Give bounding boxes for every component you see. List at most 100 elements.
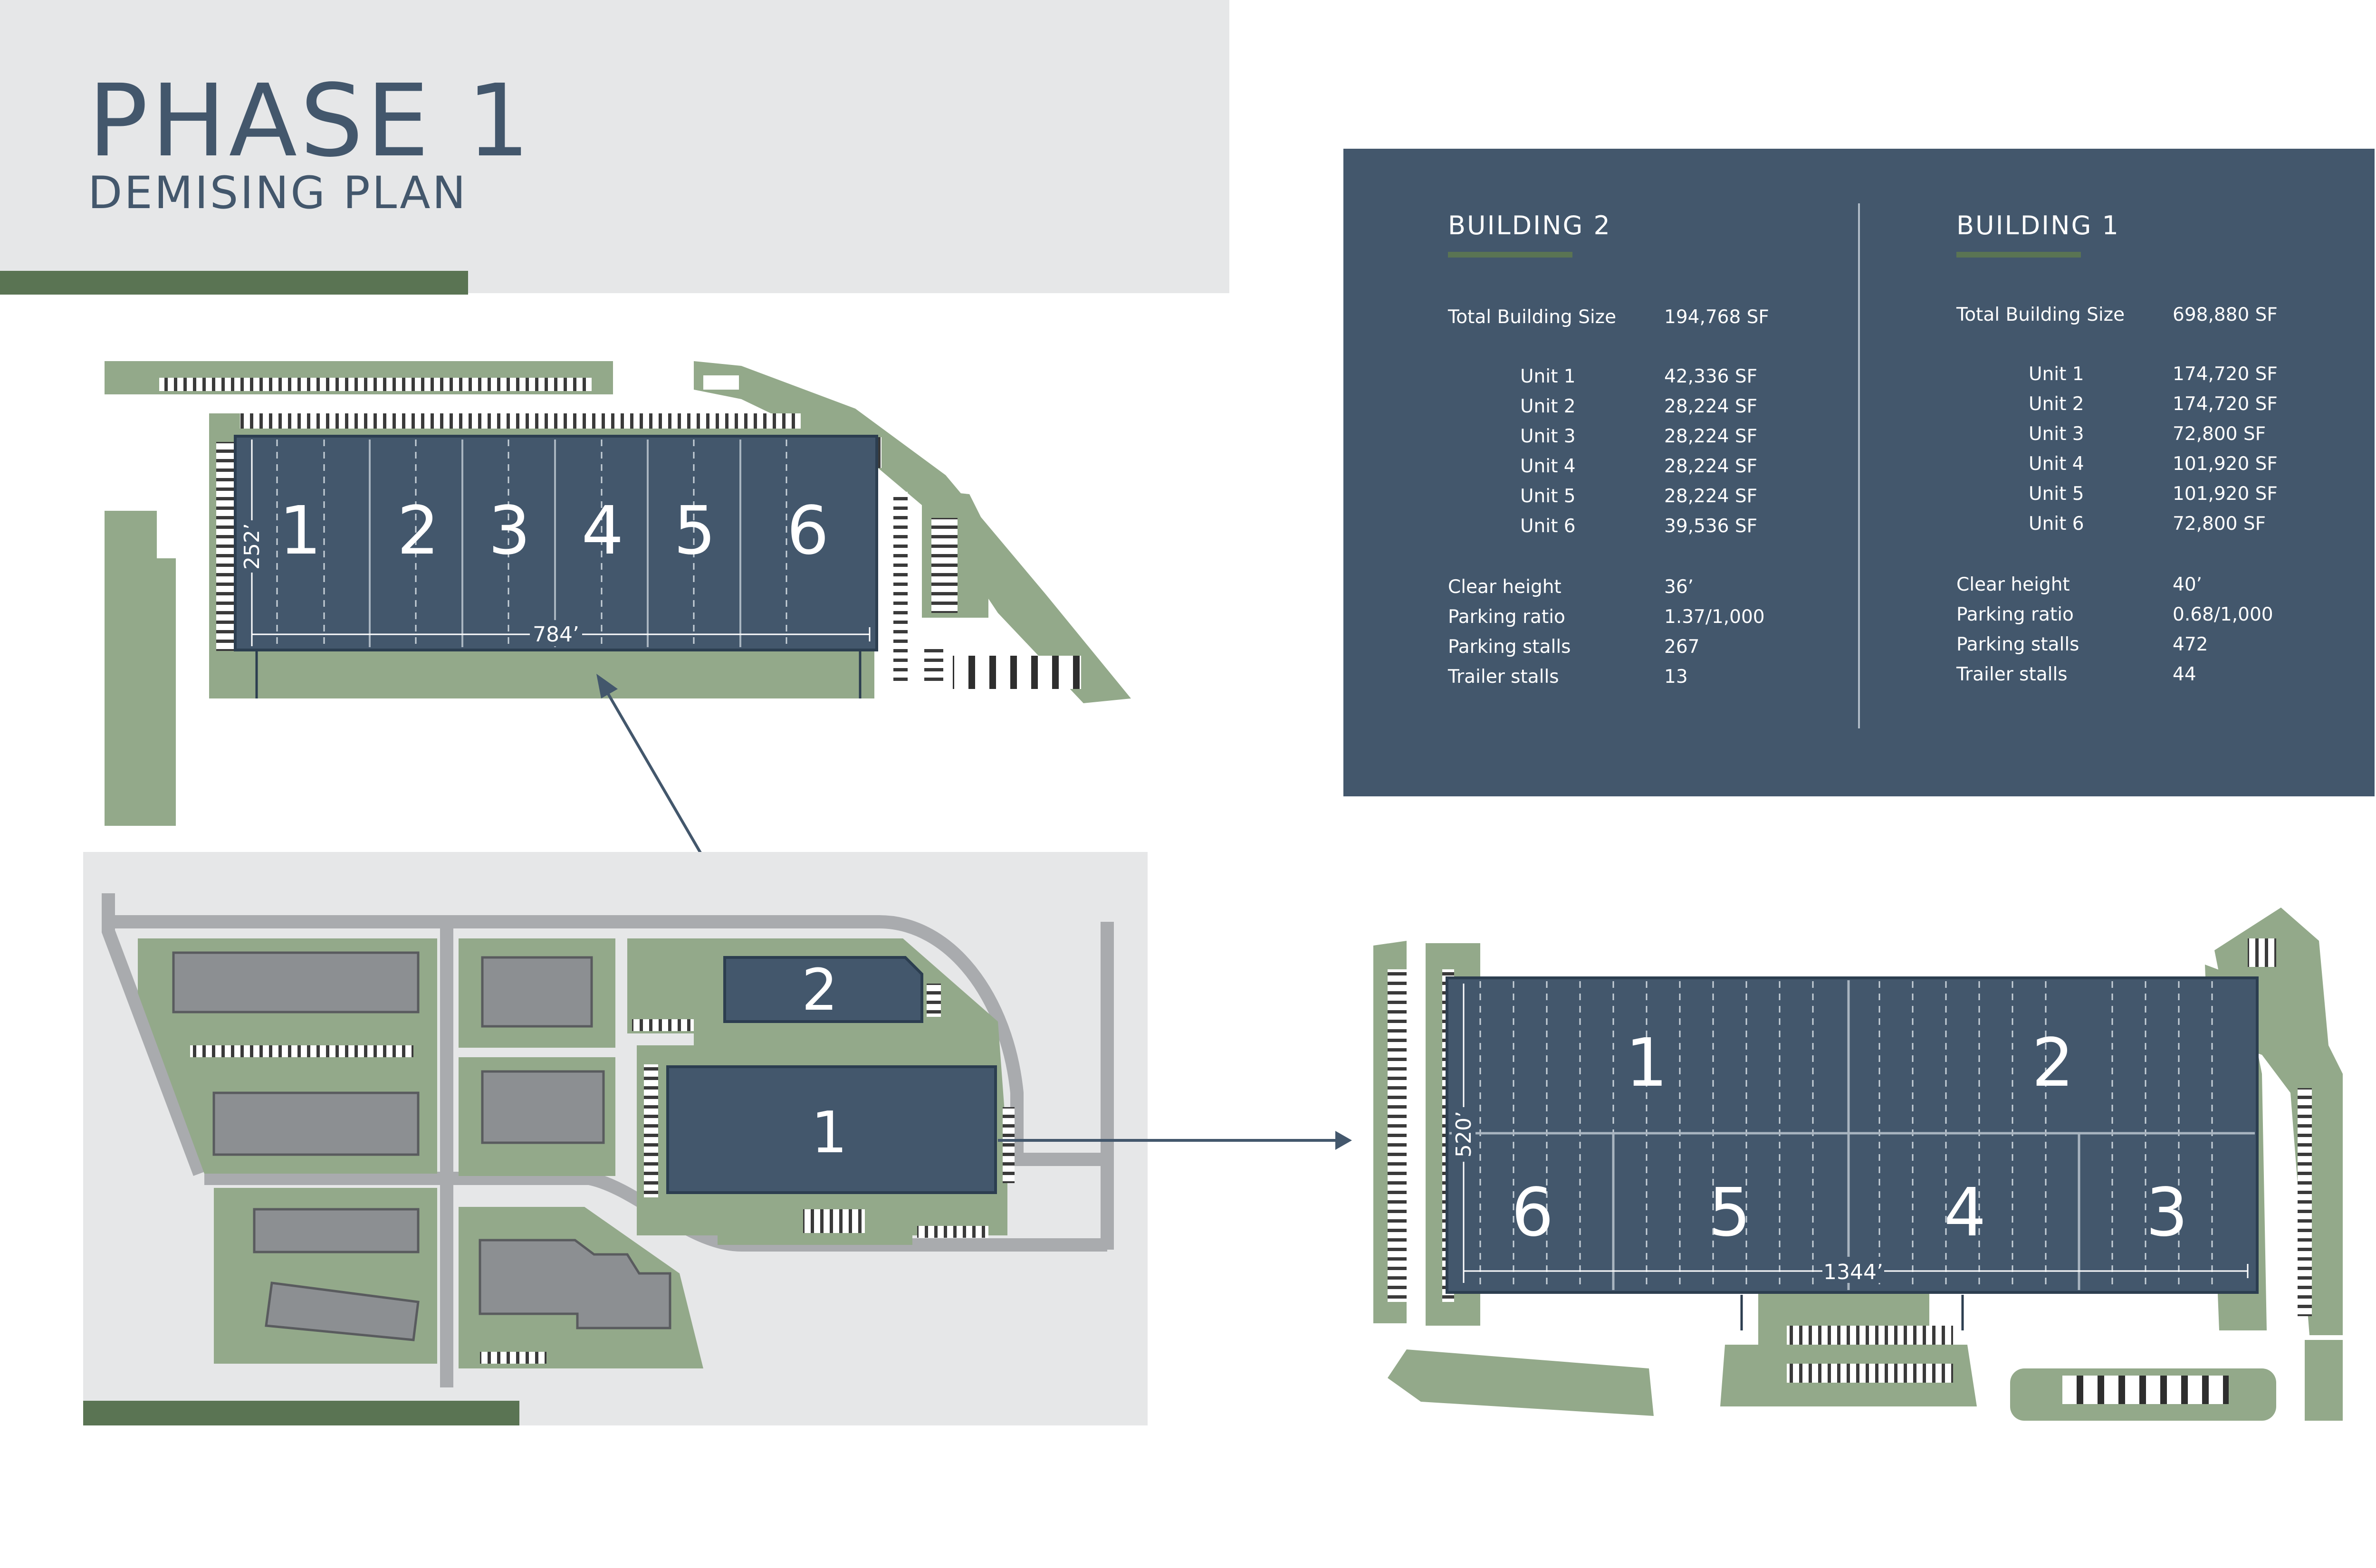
dimension-label-bg (530, 620, 582, 646)
building-1-title-underline (1956, 252, 2081, 258)
neighbor-buildings (172, 951, 671, 1341)
spec-divider (1858, 203, 1860, 728)
spec-value: 40’ (2173, 574, 2203, 595)
spec-value: 267 (1664, 636, 1700, 658)
unit-number: 5 (673, 492, 716, 570)
unit-value: 174,720 SF (2173, 393, 2278, 415)
trailer-stalls (2062, 1376, 2229, 1404)
unit-number: 4 (581, 492, 623, 570)
page-subtitle: DEMISING PLAN (88, 167, 468, 219)
unit-number: 2 (397, 492, 439, 570)
dimension-label-bg (1452, 1107, 1475, 1162)
site-plan: 2 1 (83, 852, 1148, 1425)
unit-number: 3 (2146, 1174, 2188, 1252)
parking-stalls (1787, 1364, 1953, 1383)
parking-stalls (917, 1226, 988, 1238)
unit-label: Unit 2 (1520, 396, 1576, 417)
unit-label: Unit 4 (1520, 456, 1576, 477)
landscape (694, 361, 1131, 703)
spec-label: Parking ratio (1448, 606, 1565, 628)
parking-stalls (1388, 969, 1407, 1302)
spec-label: Clear height (1448, 576, 1562, 598)
column-lines (276, 440, 787, 646)
parking-stalls (480, 1352, 546, 1364)
parking-stalls (644, 1064, 658, 1197)
parking-stalls (931, 518, 958, 613)
dimension-label-bg (240, 520, 264, 573)
site-building-1 (666, 1065, 997, 1194)
depth-dimension: 520’ (1452, 1111, 1476, 1157)
parking-stalls (632, 1019, 694, 1031)
unit-label: Unit 6 (2029, 513, 2084, 535)
building-2-plan: 1 2 3 4 5 6 784’ 252’ (105, 361, 1131, 826)
building-2-specs: BUILDING 2 Total Building Size 194,768 S… (1448, 210, 1876, 686)
spec-label: Parking stalls (1448, 636, 1571, 658)
column-lines (1479, 981, 2213, 1290)
unit-number: 6 (1511, 1174, 1553, 1252)
parking-stalls (2298, 1088, 2312, 1316)
unit-value: 42,336 SF (1664, 366, 1758, 387)
unit-value: 28,224 SF (1664, 396, 1758, 417)
parking-stalls (924, 646, 943, 682)
landscape (105, 511, 176, 826)
building-2-title: BUILDING 2 (1448, 210, 1611, 240)
depth-dimension: 252’ (240, 523, 264, 570)
pad (1720, 1292, 1758, 1345)
unit-value: 101,920 SF (2173, 453, 2278, 475)
trailer-stalls (953, 656, 1081, 689)
parking-stalls (927, 984, 941, 1017)
page-title: PHASE 1 (88, 63, 533, 179)
total-size-value: 194,768 SF (1664, 306, 1769, 328)
building-2-title-underline (1448, 252, 1572, 258)
parking-stalls (893, 492, 908, 682)
unit-label: Unit 3 (2029, 423, 2084, 445)
unit-value: 101,920 SF (2173, 483, 2278, 505)
unit-label: Unit 6 (1520, 516, 1576, 537)
spec-label: Parking ratio (1956, 604, 2074, 625)
spec-label: Clear height (1956, 574, 2070, 595)
spec-panel: BUILDING 2 Total Building Size 194,768 S… (1343, 149, 2375, 796)
dock-lines (1740, 1295, 1964, 1330)
unit-label: Unit 4 (2029, 453, 2084, 475)
unit-number: 4 (1944, 1174, 1986, 1252)
unit-number: 1 (1625, 1024, 1667, 1102)
unit-value: 39,536 SF (1664, 516, 1758, 537)
building-1-plan: 1 2 6 5 4 3 1344’ 520’ (1373, 908, 2343, 1421)
spec-label: Trailer stalls (1956, 664, 2068, 685)
total-size-label: Total Building Size (1956, 304, 2125, 325)
spec-value: 44 (2173, 664, 2196, 685)
length-dimension: 1344’ (1823, 1260, 1883, 1284)
parking-stalls (2248, 938, 2276, 967)
unit-number: 5 (1708, 1174, 1751, 1252)
site-building-2 (723, 956, 923, 1023)
demising-lines (1449, 980, 2255, 1290)
parking-stalls (190, 1045, 413, 1057)
dimension-label-bg (1822, 1257, 1884, 1283)
demising-lines (369, 440, 741, 647)
arrow-to-building-1 (998, 1131, 1352, 1150)
spec-value: 1.37/1,000 (1664, 606, 1765, 628)
parking-stalls (159, 378, 592, 391)
parking-stalls (1003, 1107, 1015, 1183)
parking-stalls (803, 1209, 865, 1233)
site-building-1-label: 1 (811, 1100, 847, 1166)
unit-number: 3 (488, 492, 530, 570)
unit-label: Unit 1 (2029, 363, 2084, 385)
parking-stalls (1787, 1326, 1953, 1345)
spec-value: 13 (1664, 666, 1688, 688)
landscape (1388, 1349, 1654, 1416)
header-panel (0, 0, 1229, 293)
site-plan-accent-bar (83, 1401, 519, 1425)
spec-value: 36’ (1664, 576, 1694, 598)
building-1-specs: BUILDING 1 Total Building Size 698,880 S… (1956, 213, 2376, 684)
total-size-label: Total Building Size (1448, 306, 1617, 328)
unit-value: 28,224 SF (1664, 486, 1758, 507)
pad (703, 375, 739, 390)
parking-stalls (240, 413, 801, 429)
building-1-footprint (1446, 976, 2259, 1294)
unit-value: 72,800 SF (2173, 423, 2266, 445)
landscape-gap (157, 511, 176, 558)
length-dimension: 784’ (533, 622, 579, 647)
parking-stalls (216, 442, 235, 651)
